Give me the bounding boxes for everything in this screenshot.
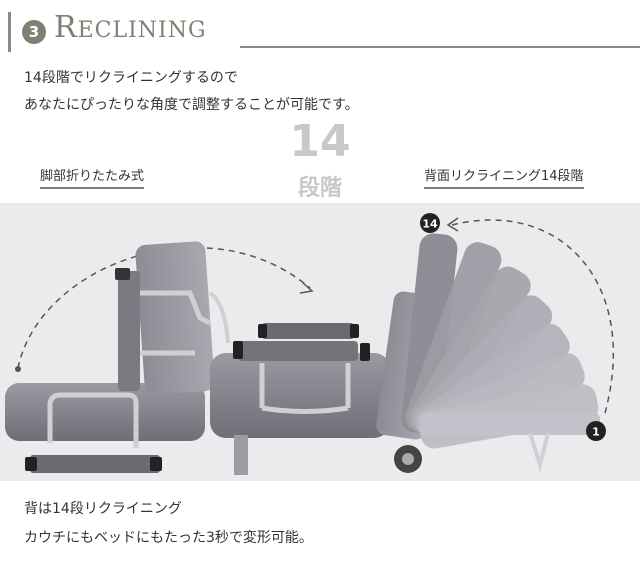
steps-number: 14 xyxy=(289,116,351,167)
right-arc-arrowhead xyxy=(446,217,459,232)
left-arc-arrowhead xyxy=(299,282,314,294)
intro-line-2: あなたにぴったりな角度で調整することが可能です。 xyxy=(24,97,359,113)
left-motion-arc xyxy=(17,246,311,369)
section-number-badge: 3 xyxy=(22,20,46,44)
marker-top-label: 14 xyxy=(422,218,438,231)
section-title: RECLINING xyxy=(54,10,207,45)
title-rest: ECLINING xyxy=(77,18,207,43)
marker-bottom-label: 1 xyxy=(592,426,600,439)
header-accent-bar xyxy=(8,12,11,52)
caption-line-2: カウチにもベッドにもたった3秒で変形可能。 xyxy=(24,530,313,546)
intro-line-1: 14段階でリクライニングするので xyxy=(24,70,238,86)
sofa-illustration: 14 1 xyxy=(5,213,615,475)
left-sofa xyxy=(5,241,230,473)
caption-line-1: 背は14段リクライニング xyxy=(24,501,182,517)
title-initial: R xyxy=(54,10,78,45)
label-leg-folding: 脚部折りたたみ式 xyxy=(40,165,145,189)
left-arc-start-dot xyxy=(15,366,21,372)
marker-bottom-circle xyxy=(586,421,606,441)
steps-unit: 段階 xyxy=(297,176,342,201)
section-header: 3 RECLINING xyxy=(0,0,640,60)
marker-top-circle xyxy=(420,213,440,233)
label-back-reclining: 背面リクライニング14段階 xyxy=(424,165,584,189)
product-photo: 14 1 xyxy=(0,203,640,481)
header-divider xyxy=(240,46,640,48)
recline-stages xyxy=(394,233,600,473)
